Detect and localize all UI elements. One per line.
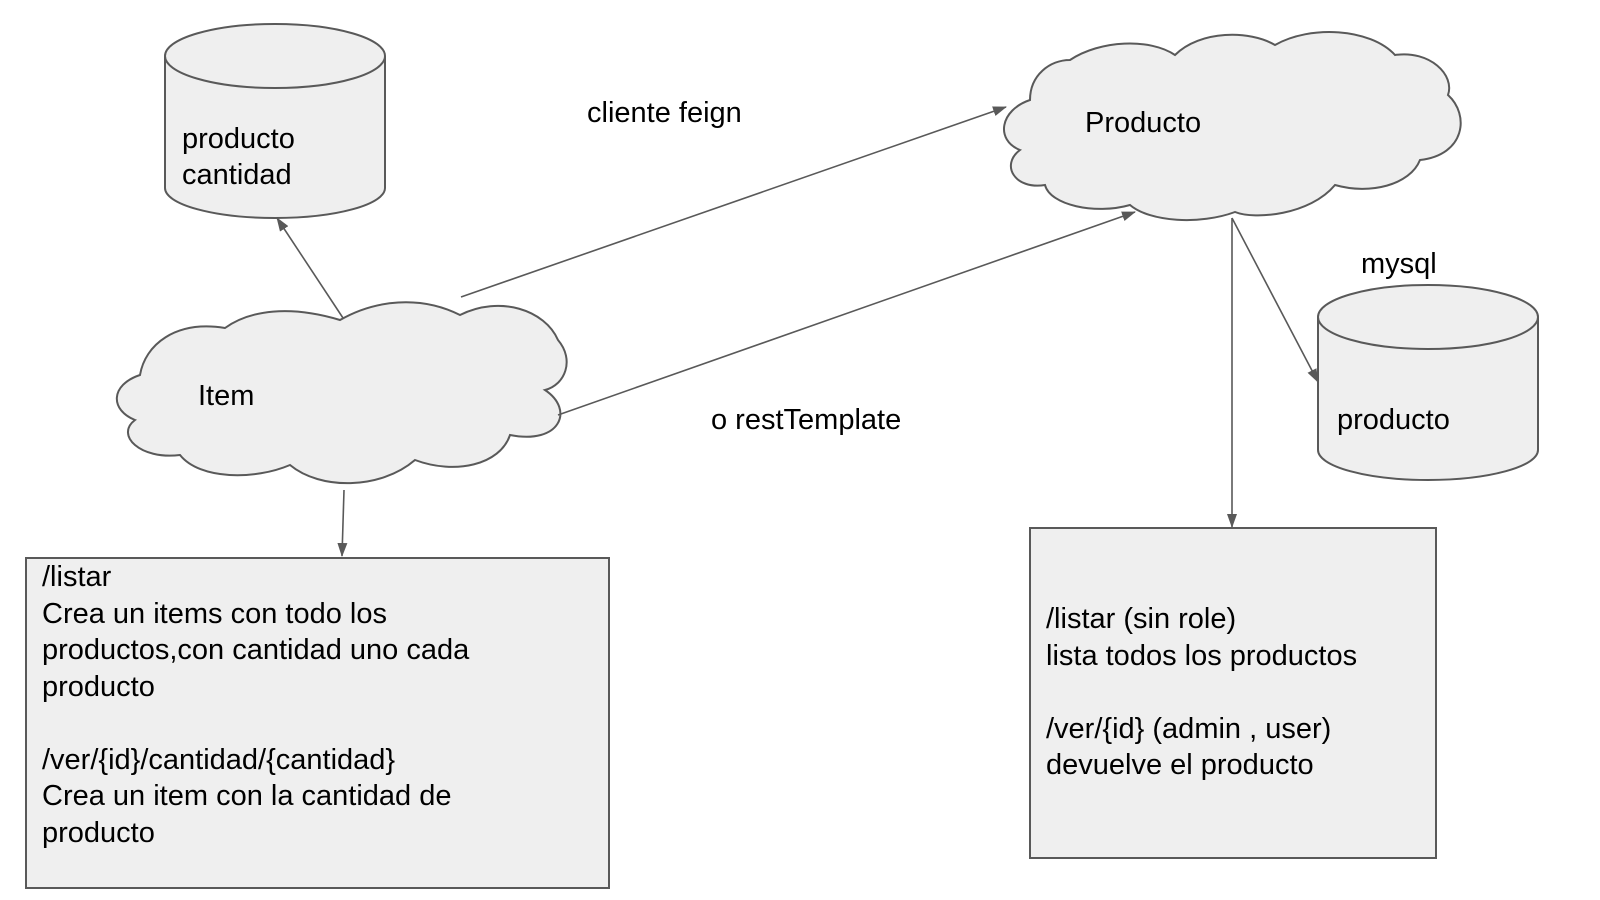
box-item-endpoints	[25, 557, 610, 889]
db-right-title: mysql	[1361, 248, 1437, 280]
db-left-line-2: cantidad	[182, 159, 292, 191]
edge-item-to-box	[337, 489, 348, 557]
cloud-producto	[1003, 31, 1462, 221]
db-cylinder-left	[164, 23, 386, 219]
box-producto-endpoints	[1029, 527, 1437, 859]
db-right-label: producto	[1337, 404, 1450, 436]
edge-item-to-db	[276, 217, 344, 319]
db-left-line-1: producto	[182, 123, 295, 155]
cloud-producto-label: Producto	[1085, 107, 1202, 139]
edge-producto-to-mysql	[1231, 217, 1319, 383]
box-item-text: /listar Crea un items con todo los produ…	[42, 561, 470, 849]
db-cylinder-right	[1317, 284, 1539, 481]
edge-label-resttemplate: o restTemplate	[711, 404, 902, 436]
box-producto-text: /listar (sin role) lista todos los produ…	[1046, 603, 1358, 781]
cloud-item-label: Item	[198, 380, 255, 412]
edge-feign	[460, 106, 1007, 298]
edge-resttemplate	[557, 211, 1136, 416]
cloud-item	[115, 301, 568, 485]
edge-label-feign: cliente feign	[587, 97, 742, 129]
